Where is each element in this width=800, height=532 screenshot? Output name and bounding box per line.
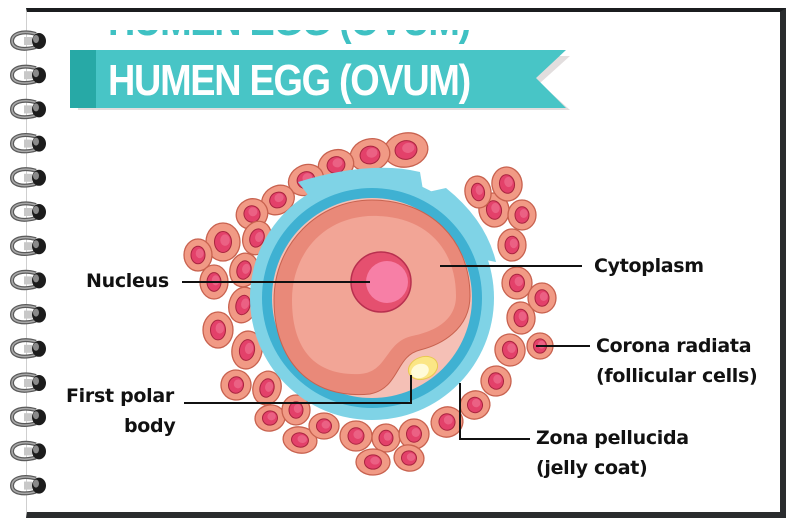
follicular-cell [371, 423, 401, 453]
spiral-binding [9, 30, 46, 496]
spiral-ring-icon [9, 440, 46, 462]
follicular-cell [494, 333, 526, 367]
follicular-cell [308, 412, 340, 440]
follicular-cell [398, 418, 430, 450]
follicular-cell [183, 238, 213, 272]
label-first-polar: First polar [66, 385, 174, 407]
page-title: HUMEN EGG (OVUM) [108, 56, 471, 105]
polar-body-leader [184, 375, 412, 404]
spiral-ring-icon [9, 64, 46, 85]
nucleus [350, 251, 412, 313]
zona-flap-right [428, 188, 496, 262]
follicular-cell [220, 369, 252, 401]
spiral-ring-icon [9, 133, 46, 154]
label-cytoplasm: Cytoplasm [594, 255, 704, 277]
follicular-cell [480, 365, 512, 397]
follicular-cell [497, 228, 527, 262]
follicular-cell [491, 166, 523, 202]
spiral-ring-icon [9, 30, 46, 51]
follicular-cell [355, 448, 391, 476]
title-ghost-text: HUMEN EGG (OVUM) [108, 30, 470, 56]
title-banner [70, 50, 570, 110]
first-polar-body [407, 355, 439, 381]
follicular-cell [393, 444, 425, 472]
follicular-cell [254, 404, 286, 432]
follicular-cell [507, 199, 537, 231]
leader-lines [182, 265, 590, 440]
spiral-ring-icon [9, 475, 46, 496]
follicular-cell [231, 330, 263, 370]
label-polar-body: body [124, 415, 176, 437]
banner-fold [70, 50, 96, 108]
follicular-cell [459, 390, 491, 420]
zona-leader [459, 383, 530, 440]
follicular-cell [229, 252, 259, 288]
spiral-ring-icon [9, 167, 46, 188]
spiral-ring-icon [9, 406, 46, 427]
follicular-cell [383, 132, 429, 168]
label-zona-pellucida: Zona pellucida [536, 427, 689, 449]
spiral-ring-icon [9, 98, 46, 120]
follicular-cell [252, 370, 282, 406]
follicular-cell [349, 138, 391, 172]
follicular-cell [202, 311, 234, 349]
spiral-ring-icon [9, 372, 46, 393]
label-corona-radiata-sub: (follicular cells) [596, 365, 758, 387]
spiral-ring-icon [9, 269, 46, 291]
follicular-cell [261, 184, 295, 216]
follicular-cell [506, 301, 536, 335]
banner-ribbon [70, 50, 566, 108]
label-corona-radiata: Corona radiata [596, 335, 752, 357]
label-zona-sub: (jelly coat) [536, 457, 648, 479]
follicular-cell [527, 282, 557, 314]
spiral-ring-icon [9, 235, 46, 256]
spiral-ring-icon [9, 338, 46, 359]
follicular-cell [339, 420, 373, 452]
follicular-cell [501, 266, 533, 300]
follicular-cell [282, 426, 318, 454]
spiral-ring-icon [9, 201, 46, 222]
zona-flap-top [298, 167, 424, 200]
follicular-cell [430, 406, 464, 438]
follicular-cell [464, 175, 492, 209]
spiral-ring-icon [9, 304, 46, 325]
label-nucleus: Nucleus [86, 270, 169, 292]
